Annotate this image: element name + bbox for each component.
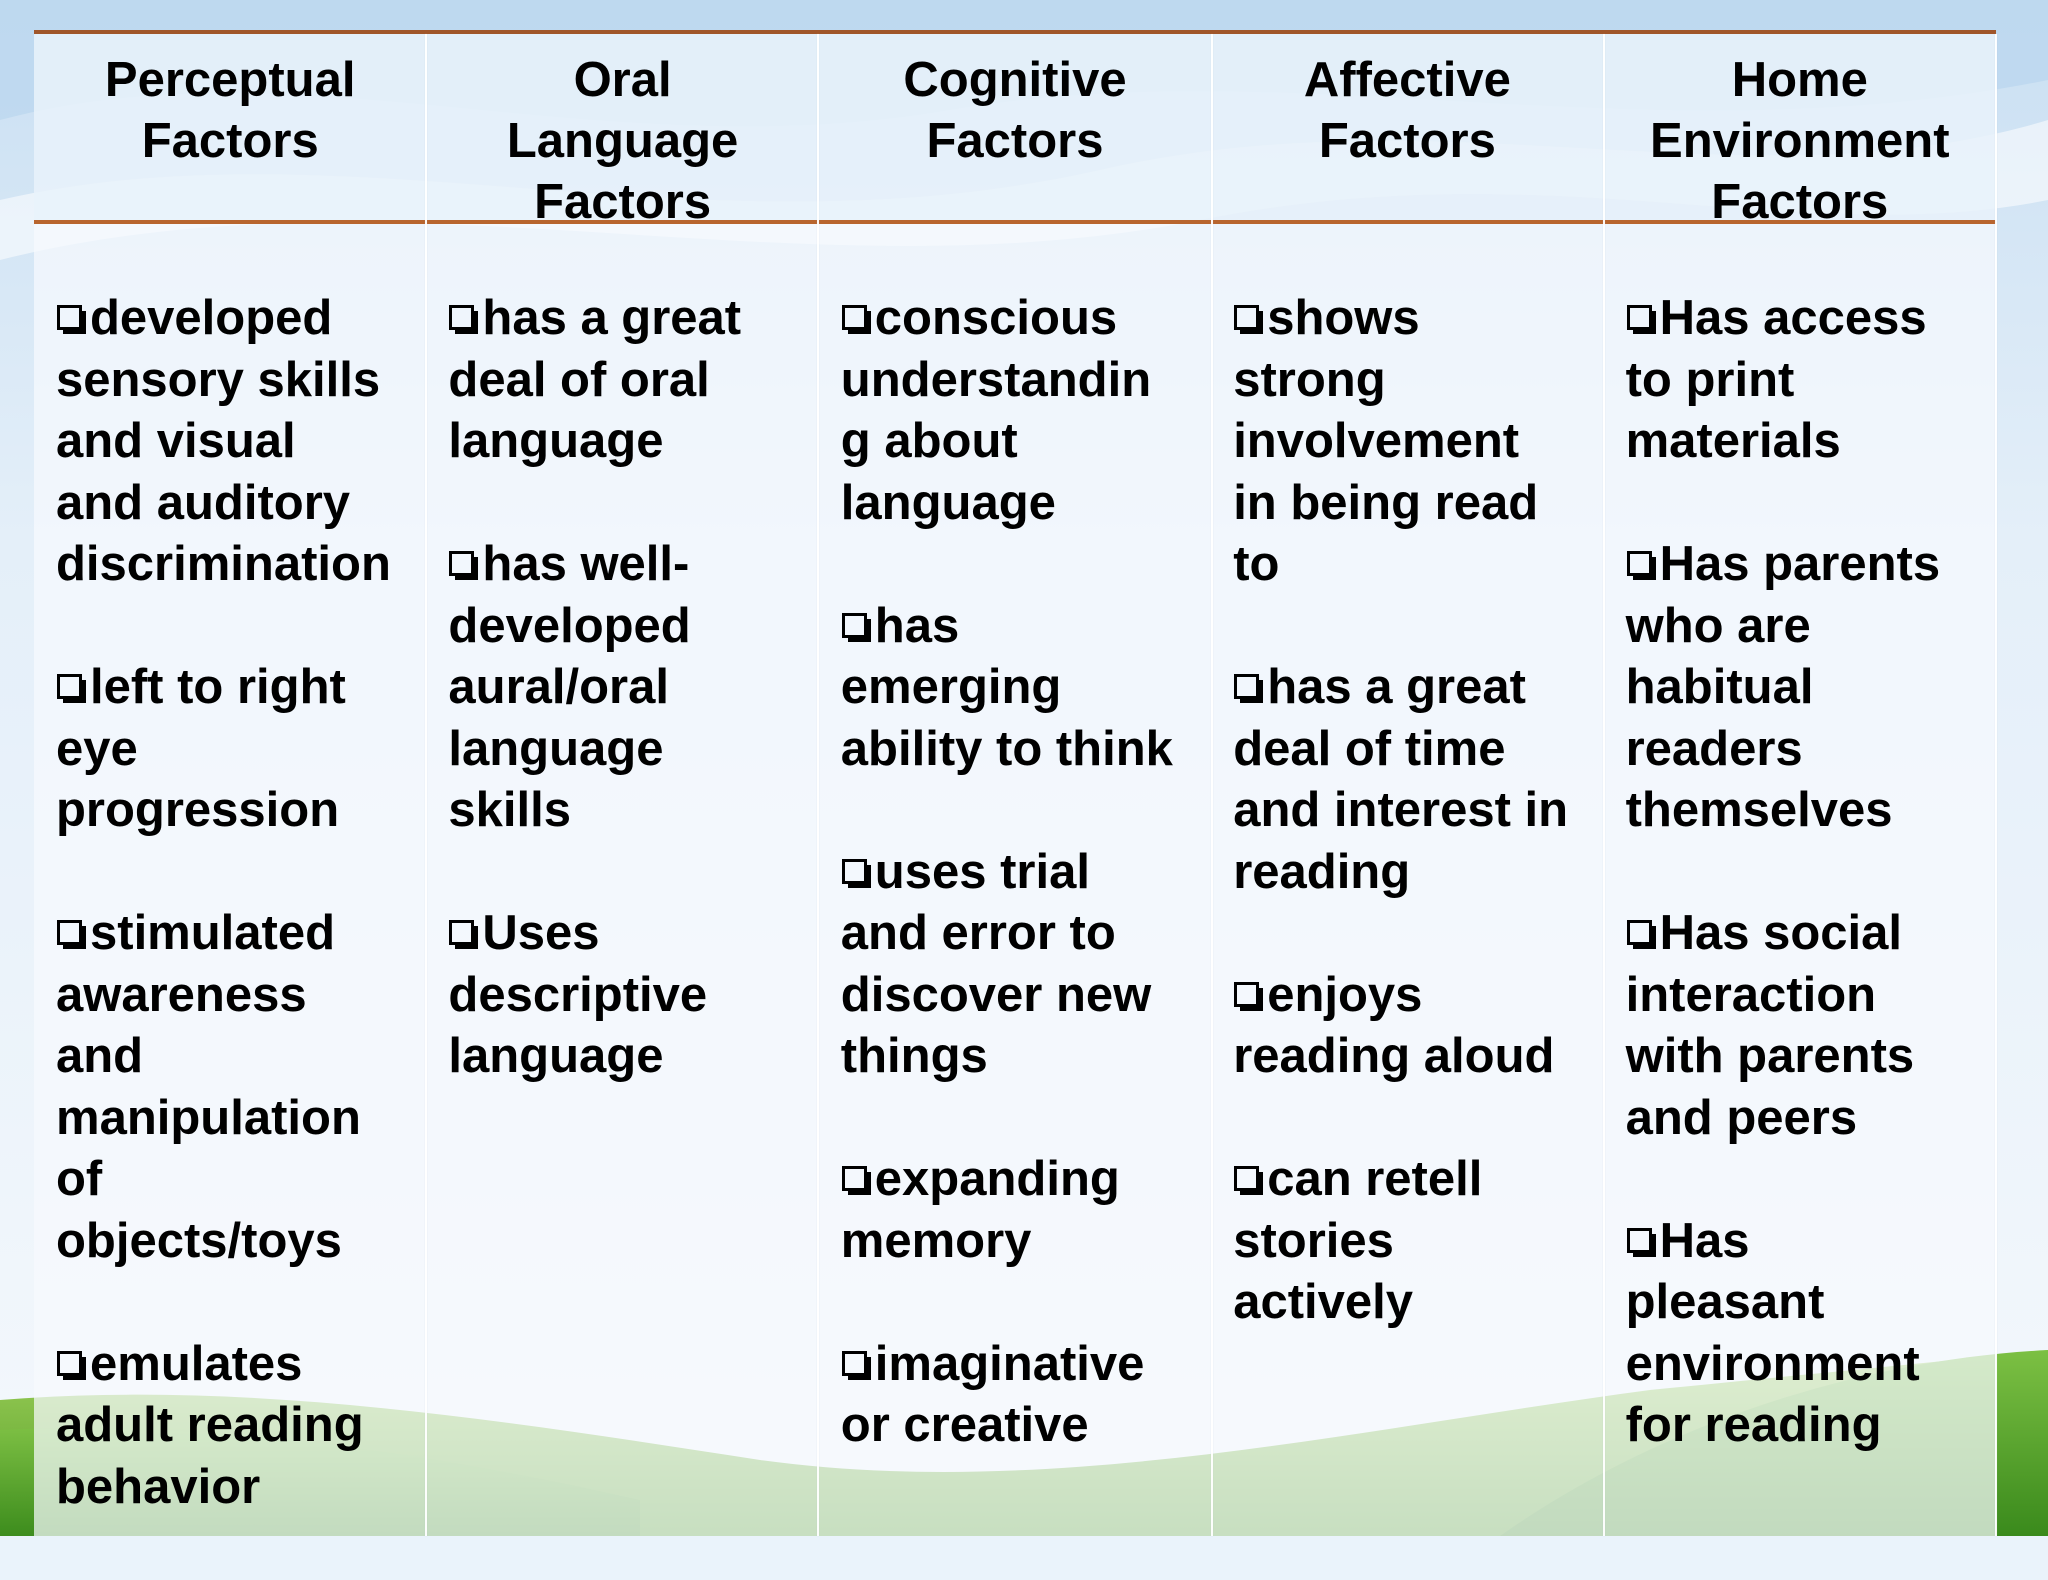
- list-item-text: expanding memory: [840, 1152, 1120, 1268]
- list-item-text: Uses descriptive language: [448, 906, 708, 1083]
- list-item-text: Has parents who are habitual readers the…: [1625, 537, 1941, 837]
- column-header-affective: Affective Factors: [1211, 32, 1603, 222]
- list-item-text: stimulated awareness and manipulation of…: [56, 906, 361, 1268]
- list-item-text: can retell stories actively: [1233, 1152, 1483, 1329]
- column-body-home-environment: Has access to print materials Has parent…: [1604, 222, 1996, 1580]
- list-item-text: has a great deal of time and interest in…: [1233, 660, 1569, 899]
- list-item: can retell stories actively: [1233, 1149, 1585, 1334]
- list-item: stimulated awareness and manipulation of…: [56, 903, 408, 1272]
- list-item: has well- developed aural/oral language …: [448, 534, 800, 842]
- column-divider: [425, 34, 427, 1536]
- top-rule: [34, 30, 1996, 34]
- hollow-square-bullet-icon: [841, 856, 875, 890]
- hollow-square-bullet-icon: [56, 671, 90, 705]
- list-item-text: has emerging ability to think: [840, 598, 1173, 776]
- column-body-affective: shows strong involvement in being read t…: [1211, 222, 1603, 1580]
- hollow-square-bullet-icon: [1626, 548, 1660, 582]
- list-item-text: developed sensory skills and visual and …: [56, 291, 391, 591]
- hollow-square-bullet-icon: [448, 917, 482, 951]
- list-item: Has access to print materials: [1626, 288, 1978, 473]
- hollow-square-bullet-icon: [1233, 302, 1267, 336]
- list-item: has a great deal of oral language: [448, 288, 800, 473]
- hollow-square-bullet-icon: [1626, 1225, 1660, 1259]
- column-body-perceptual: developed sensory skills and visual and …: [34, 222, 426, 1580]
- hollow-square-bullet-icon: [1233, 671, 1267, 705]
- column-body-cognitive: conscious understandin g about language …: [819, 222, 1211, 1580]
- hollow-square-bullet-icon: [841, 1163, 875, 1197]
- hollow-square-bullet-icon: [841, 302, 875, 336]
- list-item-text: Has social interaction with parents and …: [1625, 906, 1915, 1145]
- list-item-text: shows strong involvement in being read t…: [1233, 291, 1539, 591]
- list-item: emulates adult reading behavior: [56, 1334, 408, 1519]
- hollow-square-bullet-icon: [841, 1348, 875, 1382]
- hollow-square-bullet-icon: [1233, 979, 1267, 1013]
- list-item: uses trial and error to discover new thi…: [841, 842, 1193, 1088]
- column-header-label: Affective Factors: [1303, 53, 1511, 168]
- header-band: [34, 34, 1996, 220]
- column-divider: [1603, 34, 1605, 1536]
- list-item: developed sensory skills and visual and …: [56, 288, 408, 596]
- column-header-label: Perceptual Factors: [104, 53, 356, 168]
- column-header-label: Home Environment Factors: [1650, 53, 1950, 229]
- column-body-oral-language: has a great deal of oral language has we…: [426, 222, 818, 1580]
- hollow-square-bullet-icon: [56, 917, 90, 951]
- list-item-text: has a great deal of oral language: [448, 291, 742, 468]
- list-item: Has parents who are habitual readers the…: [1626, 534, 1978, 842]
- list-item: Has pleasant environment for reading: [1626, 1211, 1978, 1457]
- hollow-square-bullet-icon: [1626, 917, 1660, 951]
- column-divider: [1211, 34, 1213, 1536]
- hollow-square-bullet-icon: [448, 302, 482, 336]
- hollow-square-bullet-icon: [448, 548, 482, 582]
- hollow-square-bullet-icon: [56, 1348, 90, 1382]
- list-item: Uses descriptive language: [448, 903, 800, 1088]
- column-header-cognitive: Cognitive Factors: [819, 32, 1211, 222]
- list-item: left to right eye progression: [56, 657, 408, 842]
- header-rule: [34, 220, 1996, 224]
- hollow-square-bullet-icon: [1626, 302, 1660, 336]
- list-item-text: left to right eye progression: [56, 660, 346, 837]
- column-header-home-environment: Home Environment Factors: [1604, 32, 1996, 229]
- list-item-text: conscious understandin g about language: [840, 291, 1152, 530]
- list-item-text: uses trial and error to discover new thi…: [840, 844, 1152, 1084]
- body-band: [34, 224, 1996, 1536]
- list-item: expanding memory: [841, 1149, 1193, 1272]
- hollow-square-bullet-icon: [1233, 1163, 1267, 1197]
- list-item: Has social interaction with parents and …: [1626, 903, 1978, 1149]
- column-divider: [817, 34, 819, 1536]
- list-item-text: has well- developed aural/oral language …: [448, 537, 691, 837]
- column-header-label: Cognitive Factors: [903, 53, 1127, 168]
- list-item-text: imaginative or creative: [840, 1336, 1145, 1453]
- list-item-text: enjoys reading aloud: [1233, 967, 1555, 1084]
- list-item: shows strong involvement in being read t…: [1233, 288, 1585, 596]
- column-header-oral-language: Oral Language Factors: [426, 32, 818, 229]
- list-item: has a great deal of time and interest in…: [1233, 657, 1585, 903]
- list-item-text: Has access to print materials: [1625, 291, 1927, 468]
- list-item: imaginative or creative: [841, 1334, 1193, 1457]
- hollow-square-bullet-icon: [841, 610, 875, 644]
- list-item: has emerging ability to think: [841, 596, 1193, 781]
- column-header-label: Oral Language Factors: [506, 53, 739, 229]
- hollow-square-bullet-icon: [56, 302, 90, 336]
- list-item-text: Has pleasant environment for reading: [1625, 1213, 1920, 1453]
- factors-table: Perceptual Factors Oral Language Factors…: [34, 32, 1996, 1536]
- list-item: conscious understandin g about language: [841, 288, 1193, 534]
- list-item: enjoys reading aloud: [1233, 965, 1585, 1088]
- column-divider: [1995, 34, 1997, 1536]
- column-header-perceptual: Perceptual Factors: [34, 32, 426, 222]
- list-item-text: emulates adult reading behavior: [56, 1336, 364, 1514]
